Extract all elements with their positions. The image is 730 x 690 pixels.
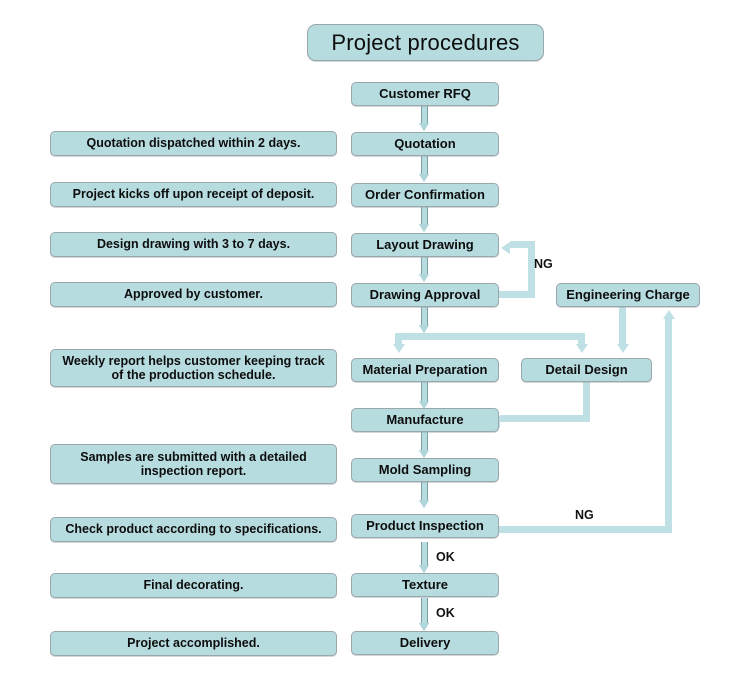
step-layout-drawing[interactable]: Layout Drawing <box>351 233 499 257</box>
eng-charge-down-line <box>619 307 626 346</box>
arrow-inspection-to-texture <box>419 542 430 573</box>
branch-left-down <box>395 333 402 346</box>
step-engineering-charge[interactable]: Engineering Charge <box>556 283 700 307</box>
step-material-preparation[interactable]: Material Preparation <box>351 358 499 382</box>
note-quotation-dispatched: Quotation dispatched within 2 days. <box>50 131 337 156</box>
step-product-inspection[interactable]: Product Inspection <box>351 514 499 538</box>
arrow-order-to-layout <box>419 207 430 232</box>
arrow-manufacture-to-mold <box>419 432 430 458</box>
arrow-material-to-manufacture <box>419 382 430 409</box>
arrow-texture-to-delivery <box>419 598 430 631</box>
step-texture[interactable]: Texture <box>351 573 499 597</box>
step-detail-design[interactable]: Detail Design <box>521 358 652 382</box>
note-project-kickoff: Project kicks off upon receipt of deposi… <box>50 182 337 207</box>
edge-label-ok-texture: OK <box>436 606 455 620</box>
arrow-quotation-to-order <box>419 156 430 182</box>
arrow-rfq-to-quotation <box>419 105 430 131</box>
step-delivery[interactable]: Delivery <box>351 631 499 655</box>
ng-inspection-vline <box>665 319 672 531</box>
arrow-approval-to-split <box>419 307 430 333</box>
ng-approval-vertical-line <box>528 241 535 298</box>
note-check-product-specs: Check product according to specification… <box>50 517 337 542</box>
branch-bus-horizontal <box>395 333 585 340</box>
note-final-decorating: Final decorating. <box>50 573 337 598</box>
detail-to-manufacture-vline <box>583 382 590 418</box>
note-approved-by-customer: Approved by customer. <box>50 282 337 307</box>
note-weekly-report: Weekly report helps customer keeping tra… <box>50 349 337 387</box>
arrow-layout-to-approval <box>419 257 430 282</box>
step-manufacture[interactable]: Manufacture <box>351 408 499 432</box>
branch-arrowhead-detail <box>575 344 588 353</box>
branch-right-down <box>578 333 585 346</box>
edge-label-ng-drawing-approval: NG <box>534 257 553 271</box>
ng-approval-arrowhead <box>501 241 510 254</box>
note-project-accomplished: Project accomplished. <box>50 631 337 656</box>
ng-approval-bottom-line <box>499 291 535 298</box>
step-mold-sampling[interactable]: Mold Sampling <box>351 458 499 482</box>
step-customer-rfq[interactable]: Customer RFQ <box>351 82 499 106</box>
note-design-drawing-days: Design drawing with 3 to 7 days. <box>50 232 337 257</box>
step-quotation[interactable]: Quotation <box>351 132 499 156</box>
ng-inspection-hline <box>499 526 672 533</box>
edge-label-ok-inspection: OK <box>436 550 455 564</box>
step-order-confirmation[interactable]: Order Confirmation <box>351 183 499 207</box>
ng-inspection-arrowhead <box>662 310 675 319</box>
edge-label-ng-product-inspection: NG <box>575 508 594 522</box>
note-samples-inspection-report: Samples are submitted with a detailed in… <box>50 444 337 484</box>
eng-charge-arrowhead <box>616 344 629 353</box>
ng-approval-top-line <box>510 241 535 248</box>
step-drawing-approval[interactable]: Drawing Approval <box>351 283 499 307</box>
branch-arrowhead-material <box>392 344 405 353</box>
arrow-mold-to-inspection <box>419 482 430 508</box>
detail-to-manufacture-hline <box>500 415 590 422</box>
diagram-title: Project procedures <box>307 24 544 61</box>
